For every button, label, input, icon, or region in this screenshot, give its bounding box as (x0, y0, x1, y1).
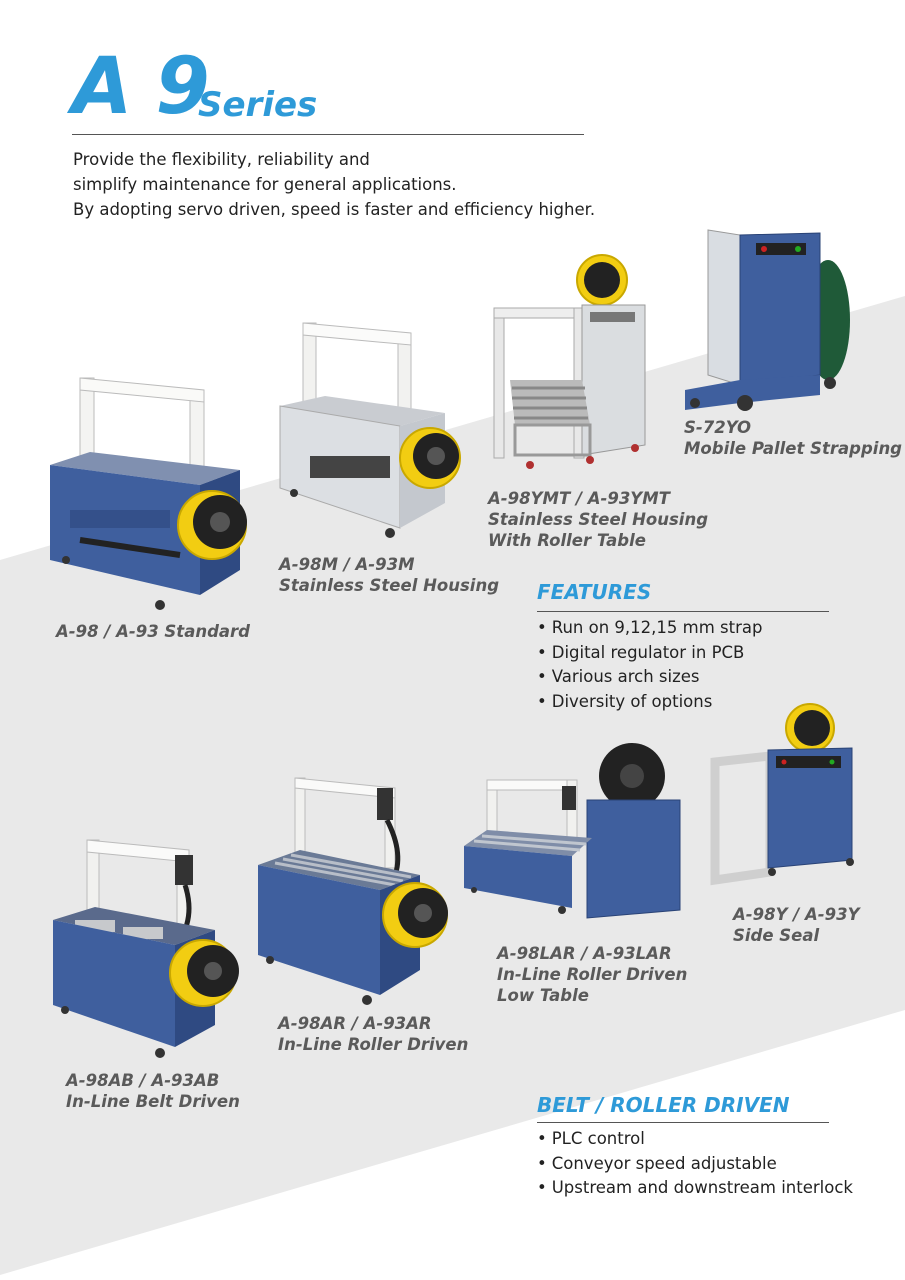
strapping-machine-standard-image (50, 377, 247, 610)
mobile-pallet-strapper-image (685, 229, 850, 411)
series-subtitle: Series (198, 85, 318, 125)
caption-line: A-98 / A-93 Standard (56, 622, 250, 641)
strapping-machine-side-seal-image (710, 703, 854, 886)
caption-a98ab: A-98AB / A-93AB In-Line Belt Driven (66, 1070, 240, 1112)
intro-line: By adopting servo driven, speed is faste… (73, 200, 596, 219)
intro-line: simplify maintenance for general applica… (73, 175, 457, 194)
caption-s72yo: S-72YO Mobile Pallet Strapping (684, 417, 902, 459)
strapping-machine-roller-driven-image (258, 777, 448, 1005)
title-divider (72, 134, 584, 135)
caption-line: With Roller Table (488, 531, 646, 550)
list-item: Digital regulator in PCB (537, 641, 762, 666)
strapping-machine-belt-driven-image (53, 839, 239, 1058)
caption-line: In-Line Roller Driven (497, 965, 688, 984)
intro-line: Provide the flexibility, reliability and (73, 150, 370, 169)
features-list: Run on 9,12,15 mm strap Digital regulato… (537, 616, 763, 715)
caption-line: S-72YO (684, 418, 752, 437)
caption-line: Mobile Pallet Strapping (684, 439, 902, 458)
caption-line: A-98Y / A-93Y (733, 905, 860, 924)
caption-line: Low Table (497, 986, 589, 1005)
caption-line: Side Seal (733, 926, 820, 945)
features-title: FEATURES (537, 580, 652, 604)
list-item: Diversity of options (537, 690, 762, 715)
strapping-machine-roller-table-image (493, 254, 646, 469)
caption-line: A-98LAR / A-93LAR (497, 944, 672, 963)
caption-a98y: A-98Y / A-93Y Side Seal (733, 904, 860, 946)
strapping-machine-low-table-image (464, 743, 681, 919)
caption-line: In-Line Belt Driven (66, 1092, 240, 1111)
caption-line: Stainless Steel Housing (488, 510, 709, 529)
caption-line: A-98YMT / A-93YMT (488, 489, 670, 508)
belt-roller-list: PLC control Conveyor speed adjustable Up… (537, 1127, 853, 1201)
caption-line: In-Line Roller Driven (278, 1035, 469, 1054)
caption-a98m: A-98M / A-93M Stainless Steel Housing (279, 554, 499, 596)
list-item: Various arch sizes (537, 665, 762, 690)
series-title: A 9 (72, 42, 210, 132)
caption-line: A-98AB / A-93AB (66, 1071, 220, 1090)
caption-a98ymt: A-98YMT / A-93YMT Stainless Steel Housin… (488, 488, 708, 551)
belt-roller-divider (537, 1122, 829, 1123)
strapping-machine-stainless-image (279, 322, 461, 538)
list-item: Run on 9,12,15 mm strap (537, 616, 763, 641)
intro-text: Provide the flexibility, reliability and… (73, 147, 595, 222)
caption-line: Stainless Steel Housing (279, 576, 500, 595)
caption-a98lar: A-98LAR / A-93LAR In-Line Roller Driven … (497, 943, 687, 1006)
list-item: Conveyor speed adjustable (537, 1152, 853, 1177)
list-item: PLC control (537, 1127, 853, 1152)
belt-roller-title: BELT / ROLLER DRIVEN (537, 1093, 790, 1117)
list-item: Upstream and downstream interlock (537, 1176, 853, 1201)
caption-a98ar: A-98AR / A-93AR In-Line Roller Driven (278, 1013, 468, 1055)
caption-a98: A-98 / A-93 Standard (56, 621, 250, 642)
features-divider (537, 611, 829, 612)
caption-line: A-98AR / A-93AR (278, 1014, 432, 1033)
caption-line: A-98M / A-93M (279, 555, 415, 574)
